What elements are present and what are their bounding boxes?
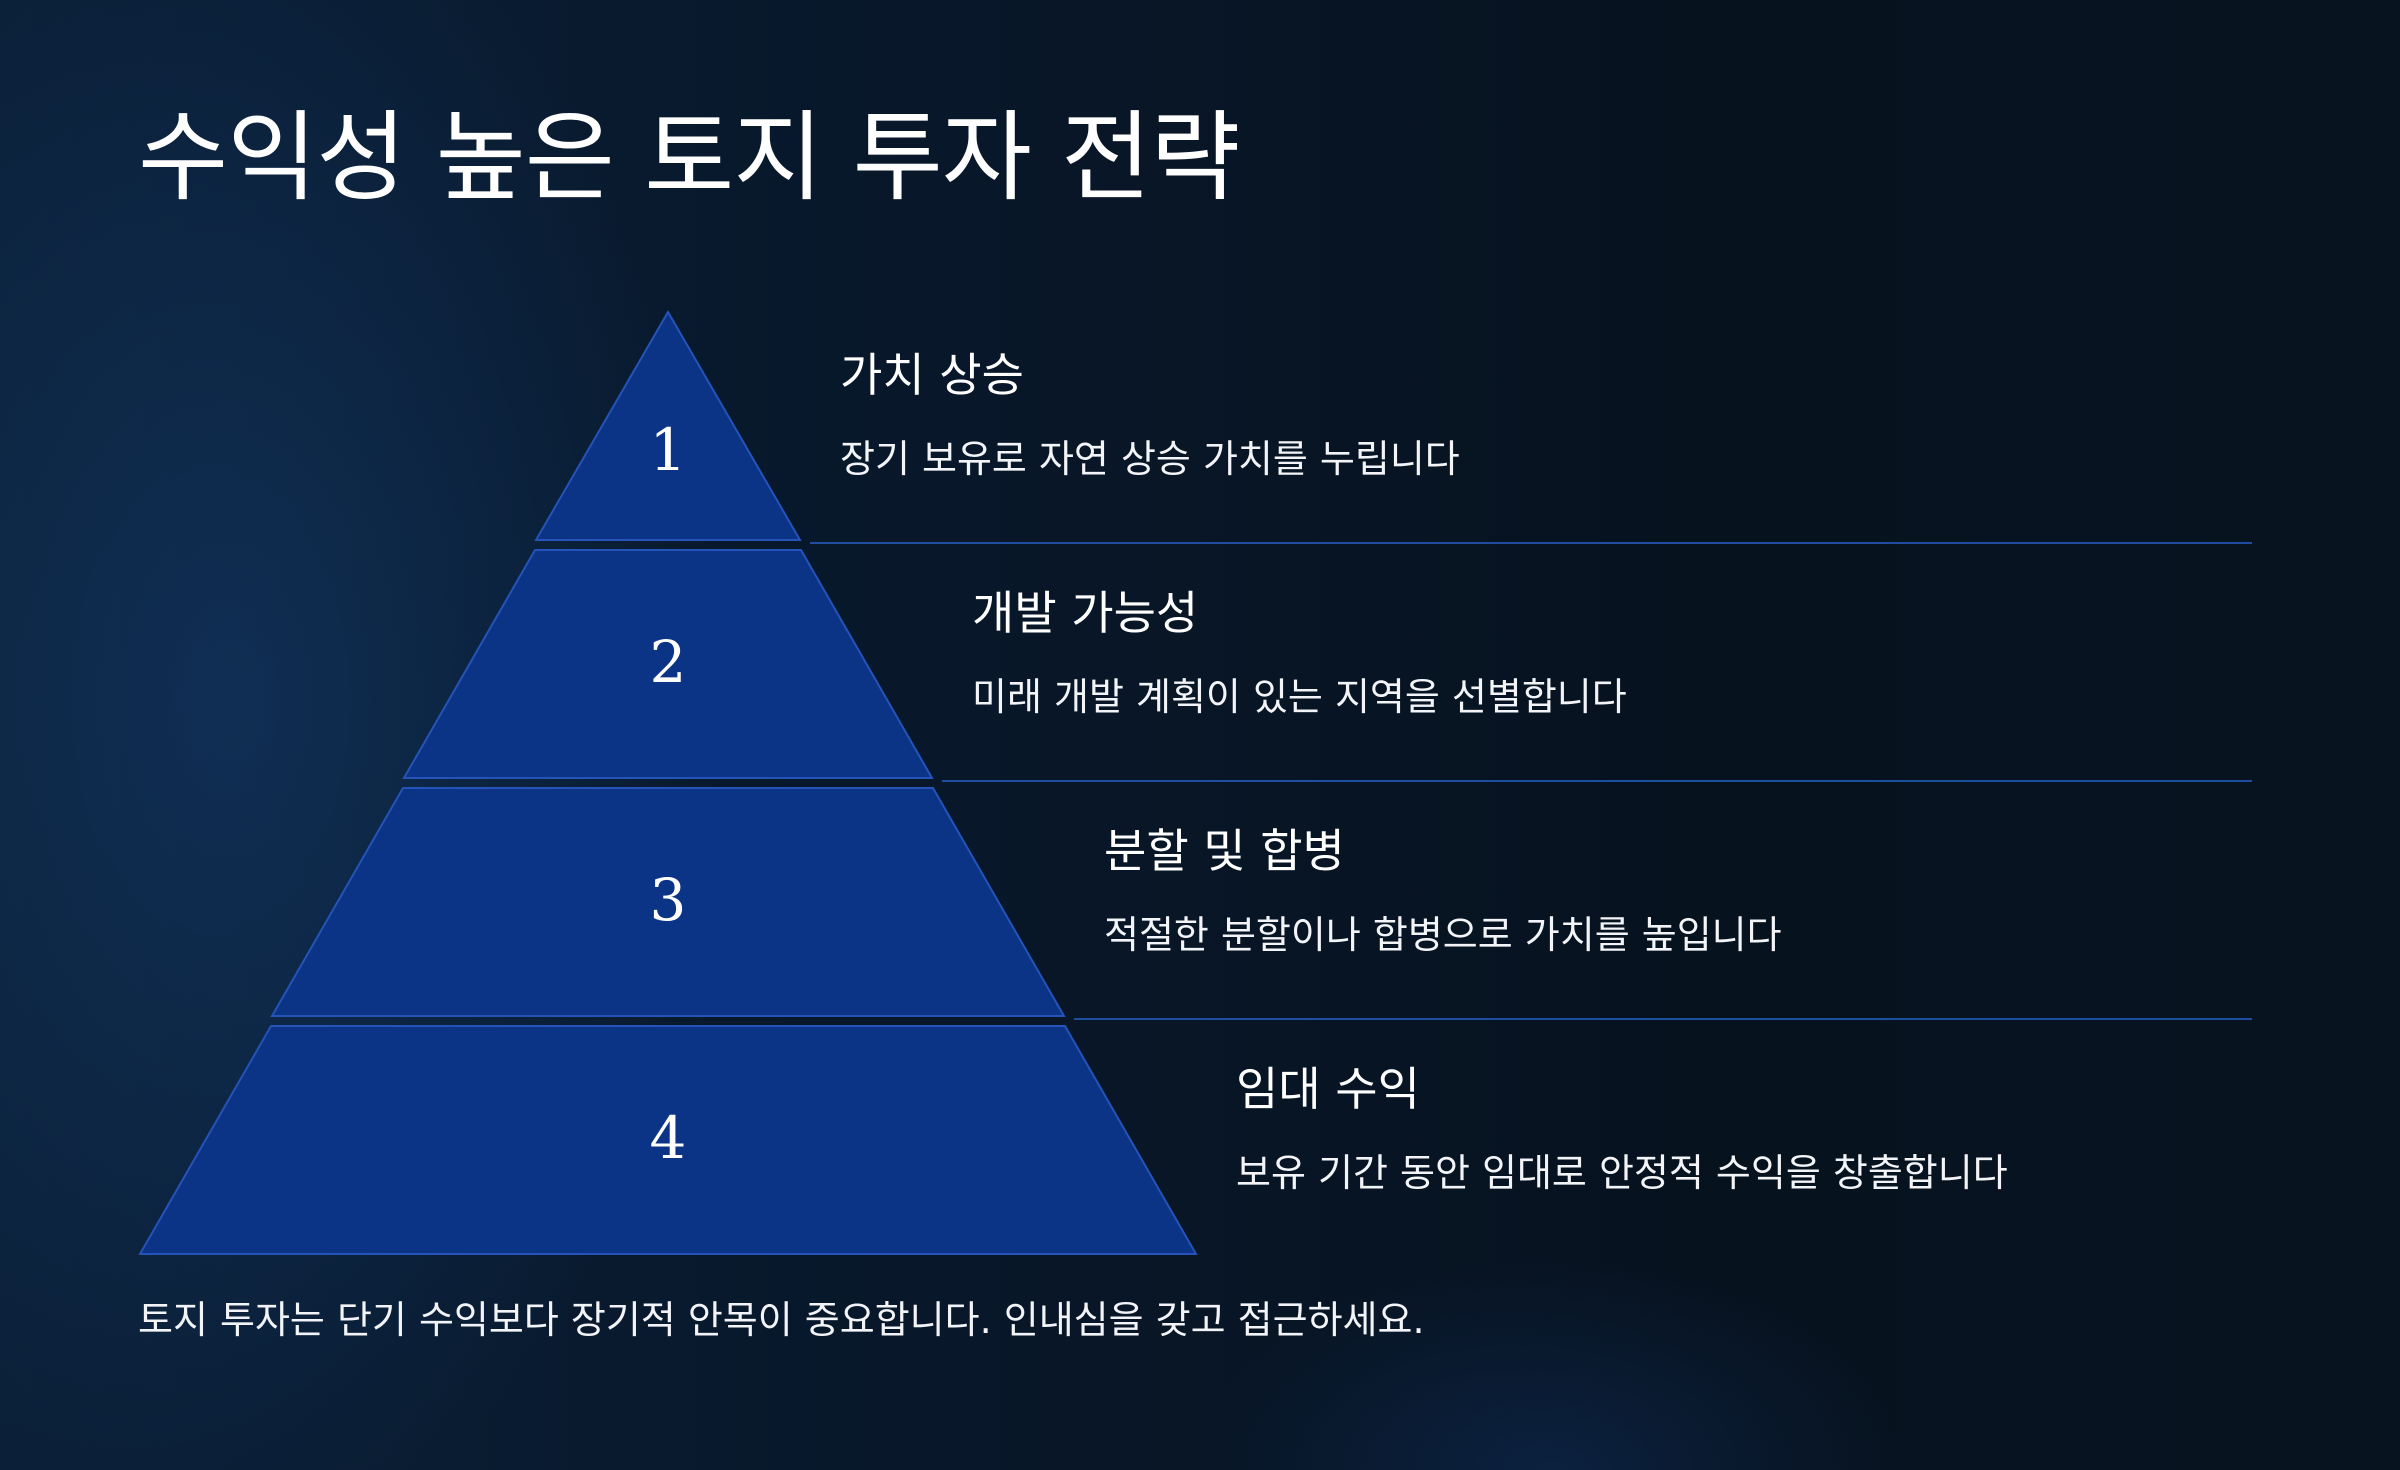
- level-number-4: 4: [650, 1104, 687, 1172]
- level-number-3: 3: [650, 866, 687, 934]
- level-1-heading: 가치 상승: [840, 348, 1024, 402]
- level-3-text: 분할 및 합병 적절한 분할이나 합병으로 가치를 높입니다: [1104, 824, 1782, 959]
- level-2-description: 미래 개발 계획이 있는 지역을 선별합니다: [972, 675, 1627, 720]
- level-number-1: 1: [650, 416, 687, 484]
- level-1-description: 장기 보유로 자연 상승 가치를 누립니다: [840, 437, 1460, 482]
- level-4-description: 보유 기간 동안 임대로 안정적 수익을 창출합니다: [1236, 1151, 2008, 1196]
- pyramid-level-2: [402, 549, 934, 779]
- pyramid-level-1: [534, 310, 802, 541]
- footer-note: 토지 투자는 단기 수익보다 장기적 안목이 중요합니다. 인내심을 갖고 접근…: [138, 1298, 1425, 1342]
- level-3-heading: 분할 및 합병: [1104, 824, 1345, 878]
- level-4-heading: 임대 수익: [1236, 1062, 1420, 1116]
- page-title: 수익성 높은 토지 투자 전략: [138, 101, 1240, 215]
- level-number-2: 2: [650, 628, 687, 696]
- pyramid-level-3: [270, 787, 1066, 1017]
- pyramid-level-4: [138, 1025, 1198, 1255]
- level-1-text: 가치 상승 장기 보유로 자연 상승 가치를 누립니다: [840, 348, 1460, 483]
- level-2-text: 개발 가능성 미래 개발 계획이 있는 지역을 선별합니다: [972, 586, 1627, 721]
- level-3-description: 적절한 분할이나 합병으로 가치를 높입니다: [1104, 913, 1782, 958]
- level-2-heading: 개발 가능성: [972, 586, 1199, 640]
- level-4-text: 임대 수익 보유 기간 동안 임대로 안정적 수익을 창출합니다: [1236, 1062, 2008, 1197]
